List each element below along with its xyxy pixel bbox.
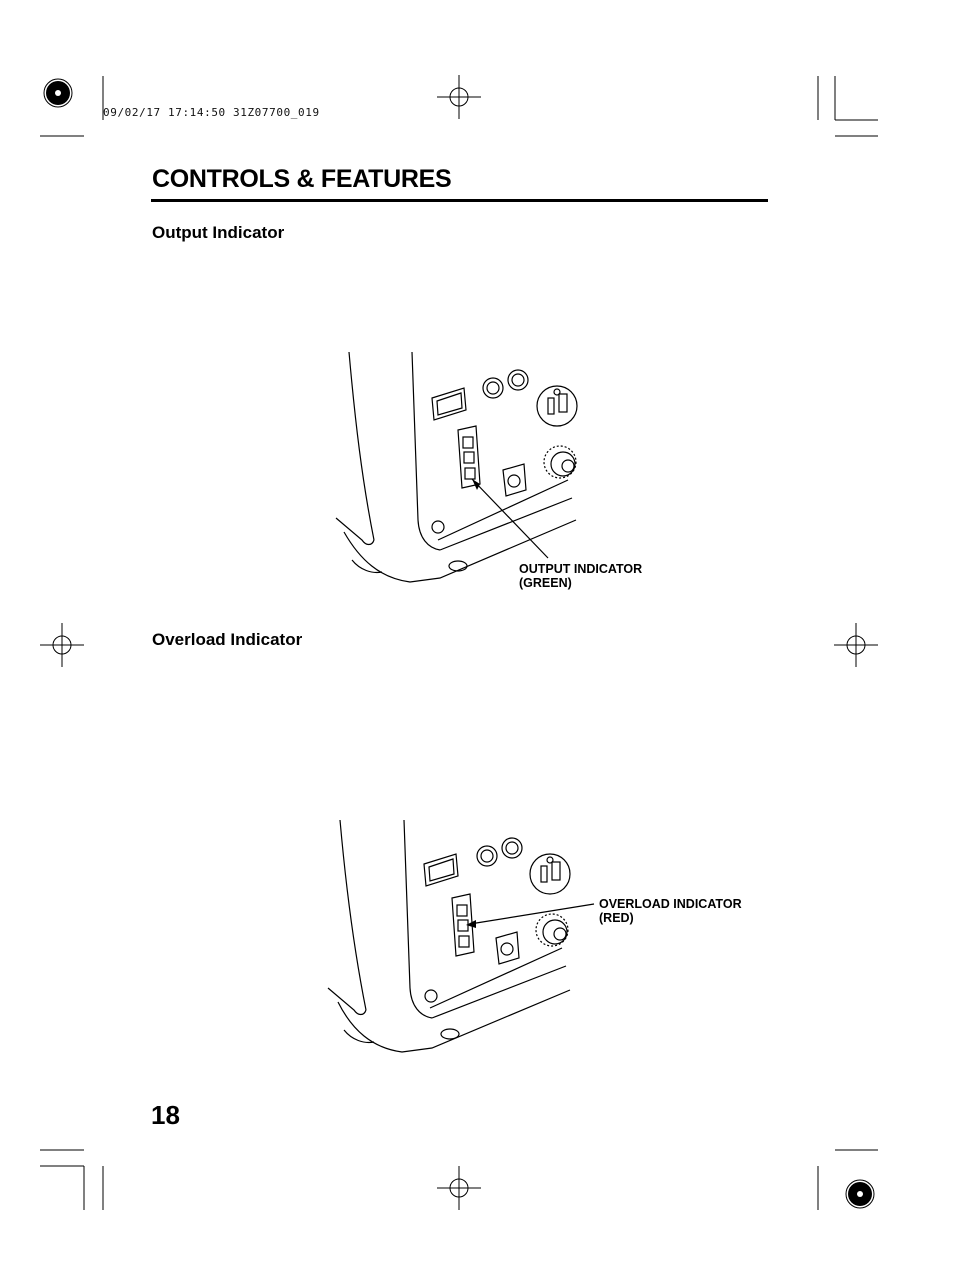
starburst-icon: [845, 1179, 875, 1209]
callout-color: (GREEN): [519, 576, 572, 590]
callout-overload-indicator: OVERLOAD INDICATOR (RED): [599, 897, 742, 925]
print-stamp: 09/02/17 17:14:50 31Z07700_019: [103, 106, 320, 119]
callout-label: OUTPUT INDICATOR: [519, 562, 643, 576]
title-rule: [151, 199, 768, 202]
section-heading-overload: Overload Indicator: [152, 630, 303, 649]
page-number: 18: [151, 1100, 180, 1130]
callout-label: OVERLOAD INDICATOR: [599, 897, 742, 911]
page-title: CONTROLS & FEATURES: [152, 165, 452, 193]
section-heading-output: Output Indicator: [152, 223, 285, 242]
callout-output-indicator: OUTPUT INDICATOR (GREEN): [519, 562, 642, 590]
callout-color: (RED): [599, 911, 634, 925]
starburst-icon: [43, 78, 73, 108]
